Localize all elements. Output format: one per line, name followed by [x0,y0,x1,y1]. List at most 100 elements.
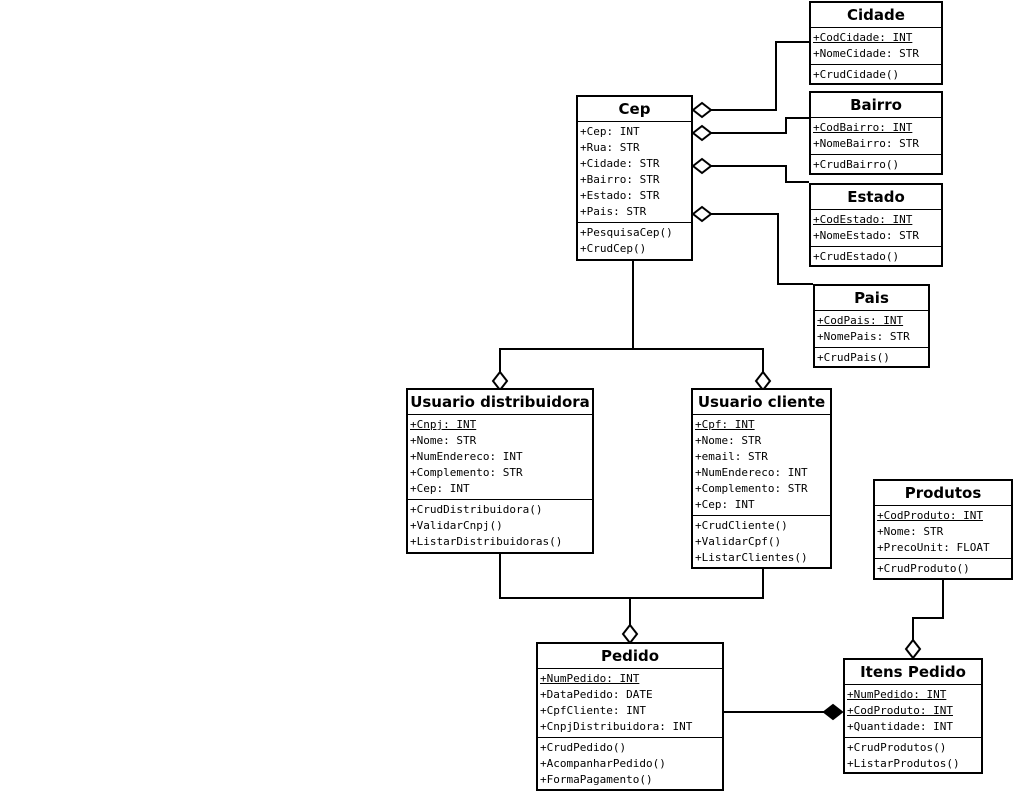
class-name: Cep [578,97,691,122]
attributes-section: +Cep: INT+Rua: STR+Cidade: STR+Bairro: S… [578,122,691,223]
attribute: +NomePais: STR [817,330,910,343]
attributes-section: +Cnpj: INT+Nome: STR+NumEndereco: INT+Co… [408,415,592,500]
connector-estado-cep [711,165,809,183]
method: +ListarProdutos() [847,757,960,770]
attributes-section: +CodCidade: INT +NomeCidade: STR [811,28,941,65]
attribute: +CpfCliente: INT [540,704,646,717]
class-name: Estado [811,185,941,210]
class-name: Pais [815,286,928,311]
method: +FormaPagamento() [540,773,653,786]
attribute: +NumEndereco: INT [695,466,808,479]
class-pedido: Pedido +NumPedido: INT +DataPedido: DATE +C… [536,642,724,791]
class-produtos: Produtos +CodProduto: INT +Nome: STR +Preco… [873,479,1013,580]
attribute: +Cep: INT [580,125,640,138]
attribute: +Estado: STR [580,189,660,202]
connector-usuario-distribuidora-pedido [499,554,631,626]
attribute: +CodBairro: INT [813,121,913,134]
attribute: +NumPedido: INT [847,688,947,701]
attribute: +CodCidade: INT [813,31,913,44]
attributes-section: +NumPedido: INT +CodProduto: INT +Quantida… [845,685,981,738]
connector-cep-usuario-cliente [633,348,764,372]
attribute: +Cidade: STR [580,157,660,170]
attribute: +CodEstado: INT [813,213,913,226]
attributes-section: +NumPedido: INT +DataPedido: DATE +CpfClie… [538,669,722,738]
method: +CrudPedido() [540,741,627,754]
attributes-section: +CodProduto: INT +Nome: STR +PrecoUnit: FL… [875,506,1011,559]
attribute: +Nome: STR [877,525,944,538]
method: +CrudBairro() [813,158,900,171]
class-bairro: Bairro +CodBairro: INT +NomeBairro: STR +Cr… [809,91,943,175]
attribute: +CodProduto: INT [847,704,953,717]
attribute: +CodPais: INT [817,314,904,327]
attribute: +Nome: STR [695,434,762,447]
method: +CrudEstado() [813,250,900,263]
methods-section: +CrudProdutos() +ListarProdutos() [845,738,981,774]
method: +ValidarCnpj() [410,519,503,532]
attribute: +CnpjDistribuidora: INT [540,720,693,733]
connector-cep-usuario-distribuidora [499,261,634,372]
class-name: Cidade [811,3,941,28]
attribute: +Cep: INT [695,498,755,511]
method: +CrudCep() [580,242,647,255]
methods-section: +CrudPedido() +AcompanharPedido() +FormaPa… [538,738,722,790]
aggregation-diamond-icon [904,638,922,660]
composition-diamond-icon [822,703,844,721]
attribute: +NomeEstado: STR [813,229,919,242]
method: +CrudDistribuidora() [410,503,543,516]
attribute: +Complemento: STR [695,482,808,495]
methods-section: +CrudDistribuidora() +ValidarCnpj() +Lista… [408,500,592,552]
class-name: Bairro [811,93,941,118]
methods-section: +CrudProduto() [875,559,1011,579]
class-pais: Pais +CodPais: INT +NomePais: STR +CrudPais… [813,284,930,368]
attributes-section: +CodPais: INT +NomePais: STR [815,311,928,348]
connector-cidade-cep [711,41,809,111]
class-name: Usuario cliente [693,390,830,415]
aggregation-diamond-icon [691,101,713,119]
class-usuario-distribuidora: Usuario distribuidora+Cnpj: INT+Nome: ST… [406,388,594,554]
method: +ListarClientes() [695,551,808,564]
class-name: Usuario distribuidora [408,390,592,415]
attribute: +email: STR [695,450,768,463]
class-itens-pedido: Itens Pedido +NumPedido: INT +CodProduto: … [843,658,983,774]
methods-section: +PesquisaCep()+CrudCep() [578,223,691,259]
connector-pais-cep [711,213,813,285]
connector-produtos-itens-pedido [912,580,944,641]
attribute: +Cpf: INT [695,418,755,431]
attribute: +CodProduto: INT [877,509,983,522]
connector-bairro-cep [711,117,809,134]
aggregation-diamond-icon [691,205,713,223]
attribute: +NumEndereco: INT [410,450,523,463]
class-name: Pedido [538,644,722,669]
class-estado: Estado +CodEstado: INT +NomeEstado: STR +Cr… [809,183,943,267]
attributes-section: +CodBairro: INT +NomeBairro: STR [811,118,941,155]
attribute: +NomeCidade: STR [813,47,919,60]
method: +AcompanharPedido() [540,757,666,770]
class-name: Itens Pedido [845,660,981,685]
method: +CrudCidade() [813,68,900,81]
attribute: +Cnpj: INT [410,418,477,431]
attribute: +Quantidade: INT [847,720,953,733]
aggregation-diamond-icon [691,124,713,142]
methods-section: +CrudCliente()+ValidarCpf()+ListarClient… [693,516,830,568]
connector-usuario-cliente-pedido [630,569,764,599]
attributes-section: +CodEstado: INT +NomeEstado: STR [811,210,941,247]
attributes-section: +Cpf: INT +Nome: STR +email: STR +NumEndere… [693,415,830,516]
attribute: +Pais: STR [580,205,647,218]
class-cidade: Cidade +CodCidade: INT +NomeCidade: STR +Cr… [809,1,943,85]
attribute: +NomeBairro: STR [813,137,919,150]
methods-section: +CrudBairro() [811,155,941,175]
method: +CrudCliente() [695,519,788,532]
class-name: Produtos [875,481,1011,506]
methods-section: +CrudEstado() [811,247,941,267]
aggregation-diamond-icon [621,623,639,645]
attribute: +DataPedido: DATE [540,688,653,701]
attribute: +Complemento: STR [410,466,523,479]
attribute: +Cep: INT [410,482,470,495]
class-cep: Cep+Cep: INT+Rua: STR+Cidade: STR+Bairro… [576,95,693,261]
method: +ListarDistribuidoras() [410,535,563,548]
attribute: +PrecoUnit: FLOAT [877,541,990,554]
method: +CrudPais() [817,351,890,364]
attribute: +NumPedido: INT [540,672,640,685]
method: +CrudProdutos() [847,741,947,754]
